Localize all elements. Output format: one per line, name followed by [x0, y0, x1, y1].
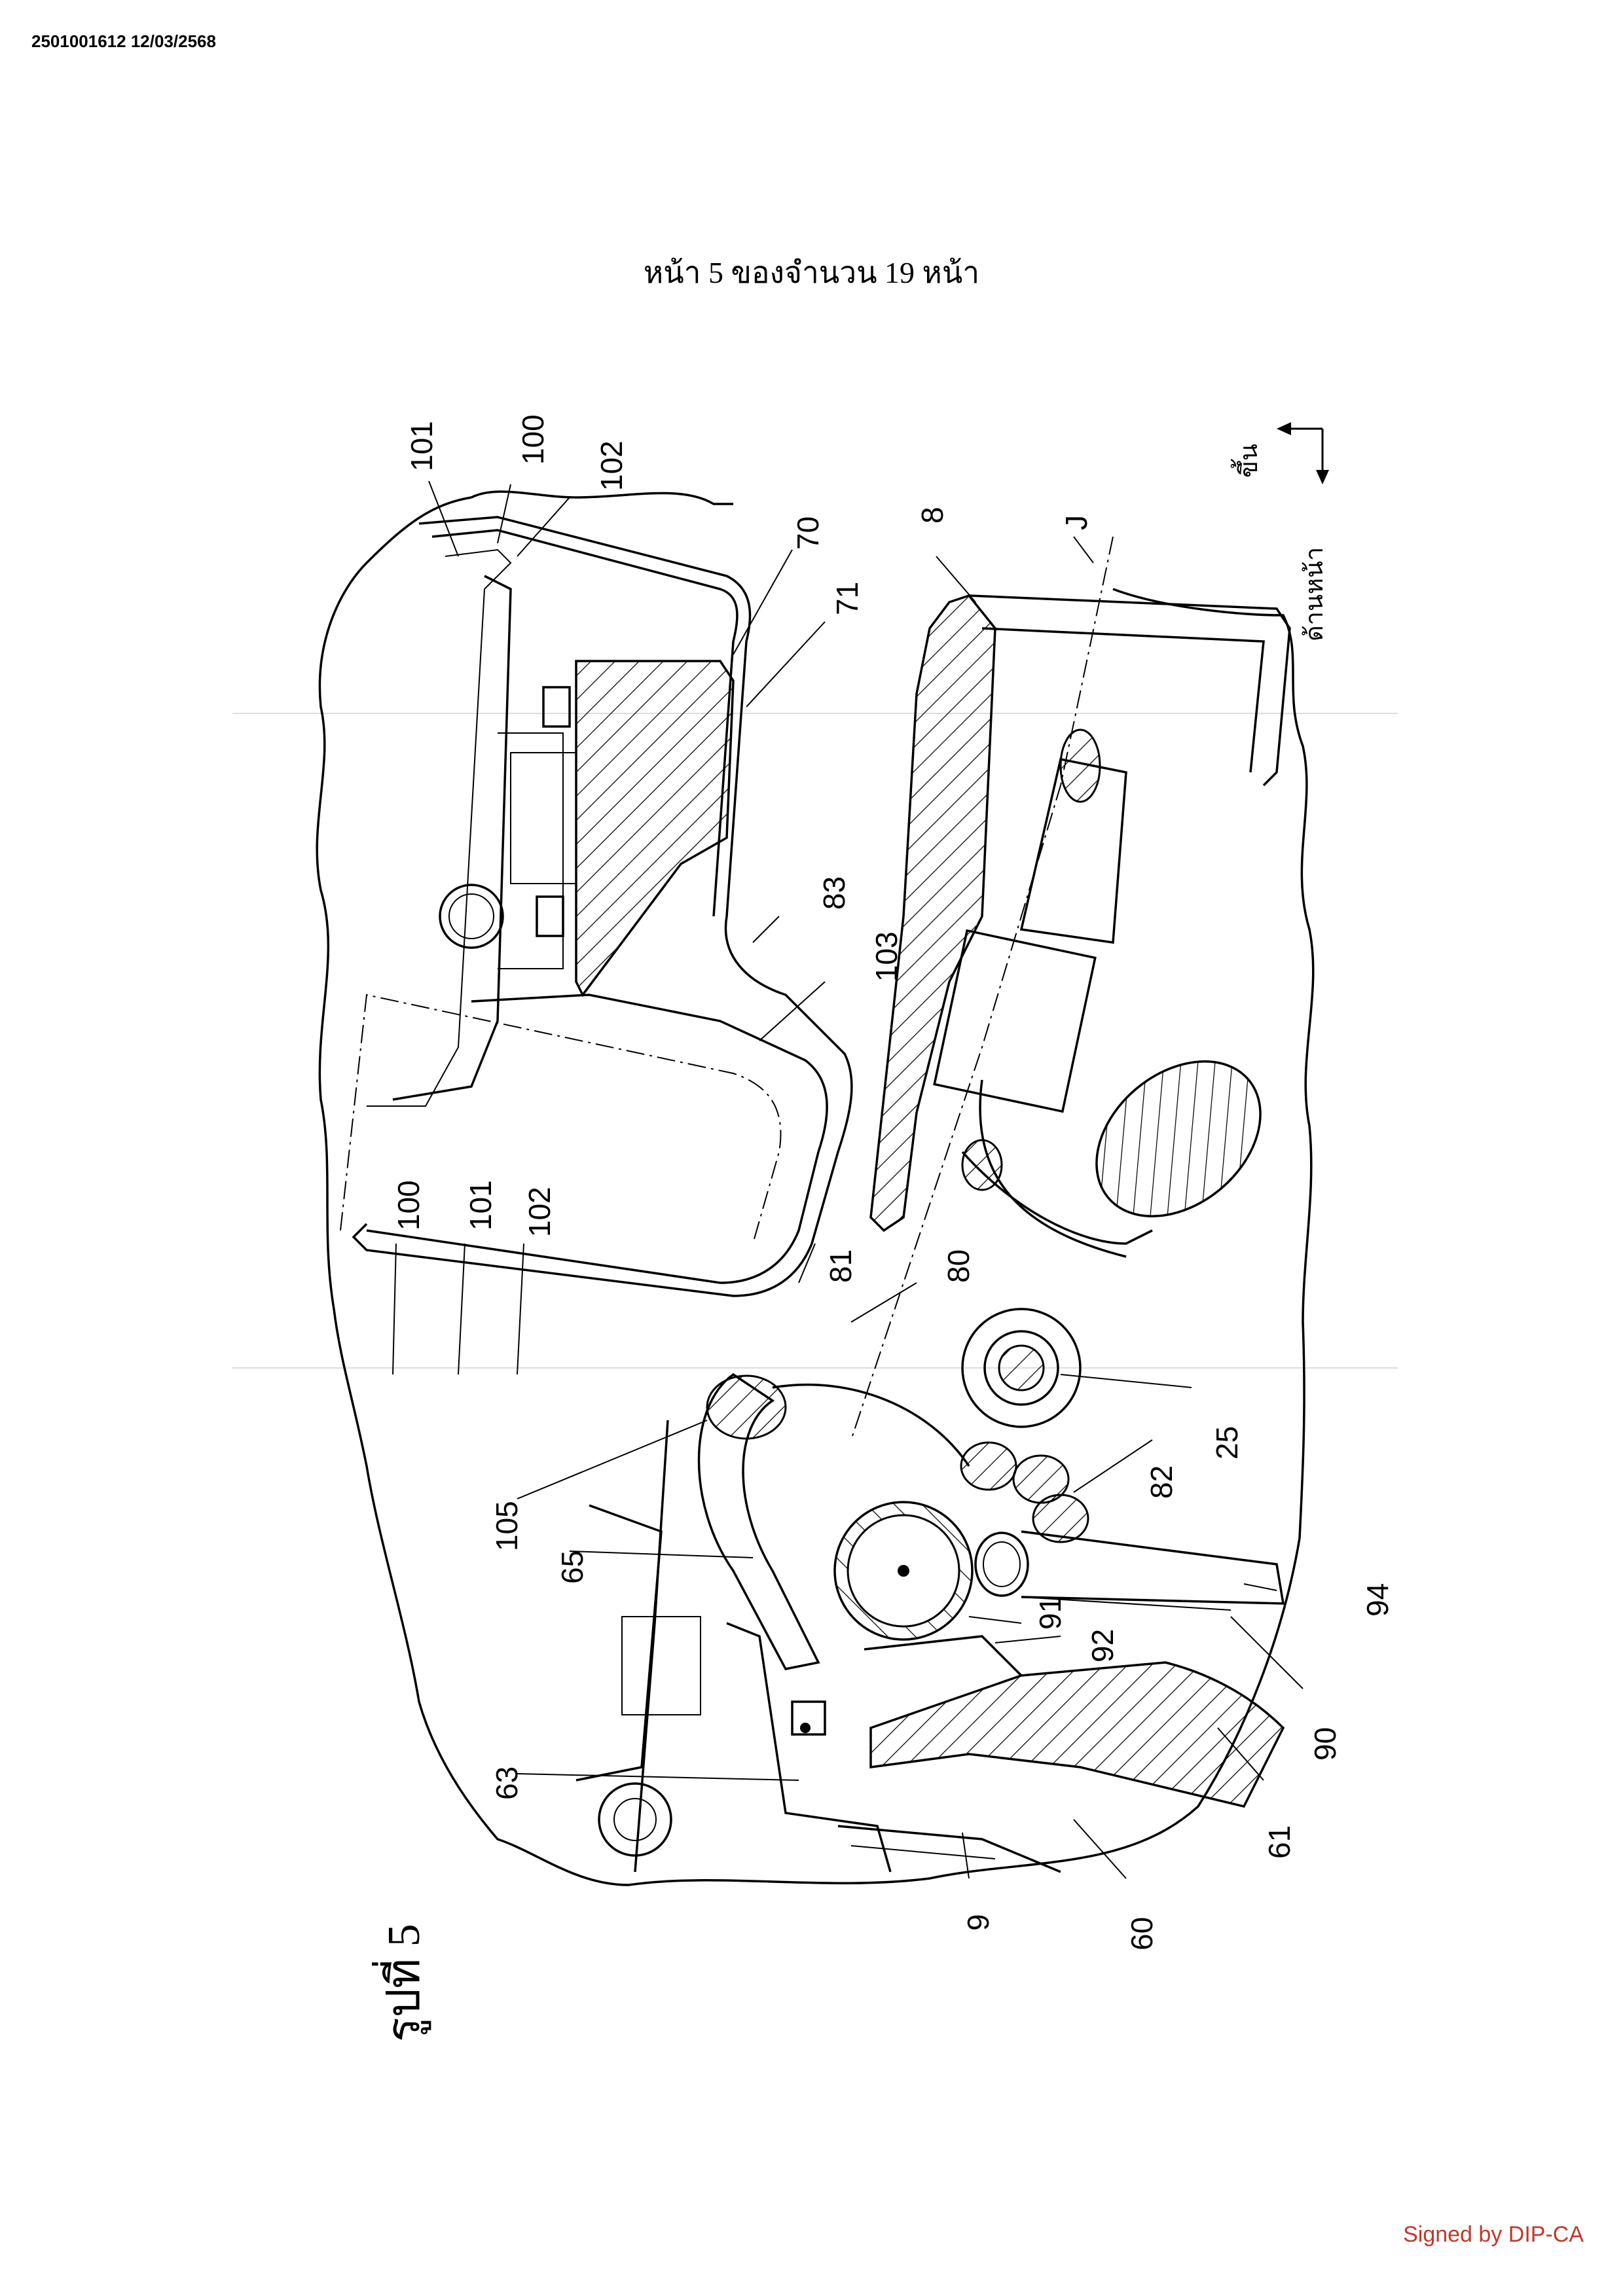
label-102-mid: 102: [522, 1187, 556, 1237]
housing-61: [869, 1661, 1285, 1808]
label-102-top: 102: [594, 440, 629, 491]
label-70: 70: [791, 516, 825, 550]
arm-8: [869, 594, 996, 1232]
label-9: 9: [961, 1914, 995, 1931]
label-92: 92: [1085, 1629, 1120, 1662]
page-count: หน้า 5 ของจำนวน 19 หน้า: [643, 256, 980, 289]
direction-indicator: [1277, 422, 1329, 484]
outer-boundary: [316, 490, 1315, 1886]
digital-signature: Signed by DIP-CA: [1403, 2222, 1584, 2247]
figure-caption: รูปที่ 5: [372, 1924, 431, 2042]
label-105: 105: [490, 1501, 524, 1551]
direction-front-label: ด้านหน้า: [1301, 547, 1328, 641]
label-100-top: 100: [516, 414, 550, 465]
label-81: 81: [824, 1249, 858, 1283]
leader-lines: [392, 480, 1304, 1879]
box-103: [366, 994, 828, 1284]
label-82: 82: [1144, 1465, 1178, 1499]
direction-up-label: ขึ้น: [1230, 444, 1263, 478]
label-25: 25: [1210, 1426, 1244, 1460]
shaft-25: [961, 1308, 1082, 1428]
label-83: 83: [817, 876, 851, 910]
upper-cover: [352, 516, 853, 1297]
label-91: 91: [1033, 1596, 1067, 1630]
label-101-top: 101: [405, 421, 439, 471]
label-80: 80: [941, 1249, 976, 1283]
label-94: 94: [1360, 1583, 1395, 1617]
label-100-mid: 100: [392, 1180, 426, 1230]
label-90: 90: [1308, 1727, 1342, 1761]
label-60: 60: [1125, 1917, 1159, 1950]
label-8: 8: [915, 507, 949, 524]
label-J: J: [1059, 515, 1093, 530]
label-71: 71: [830, 582, 864, 615]
document-id: 2501001612 12/03/2568: [31, 31, 216, 51]
motor-block: [575, 660, 735, 997]
label-63: 63: [490, 1767, 524, 1800]
label-103: 103: [869, 931, 903, 982]
axis-J: [850, 536, 1114, 1441]
label-61: 61: [1262, 1825, 1296, 1859]
label-101-mid: 101: [464, 1180, 498, 1230]
label-65: 65: [555, 1551, 589, 1584]
